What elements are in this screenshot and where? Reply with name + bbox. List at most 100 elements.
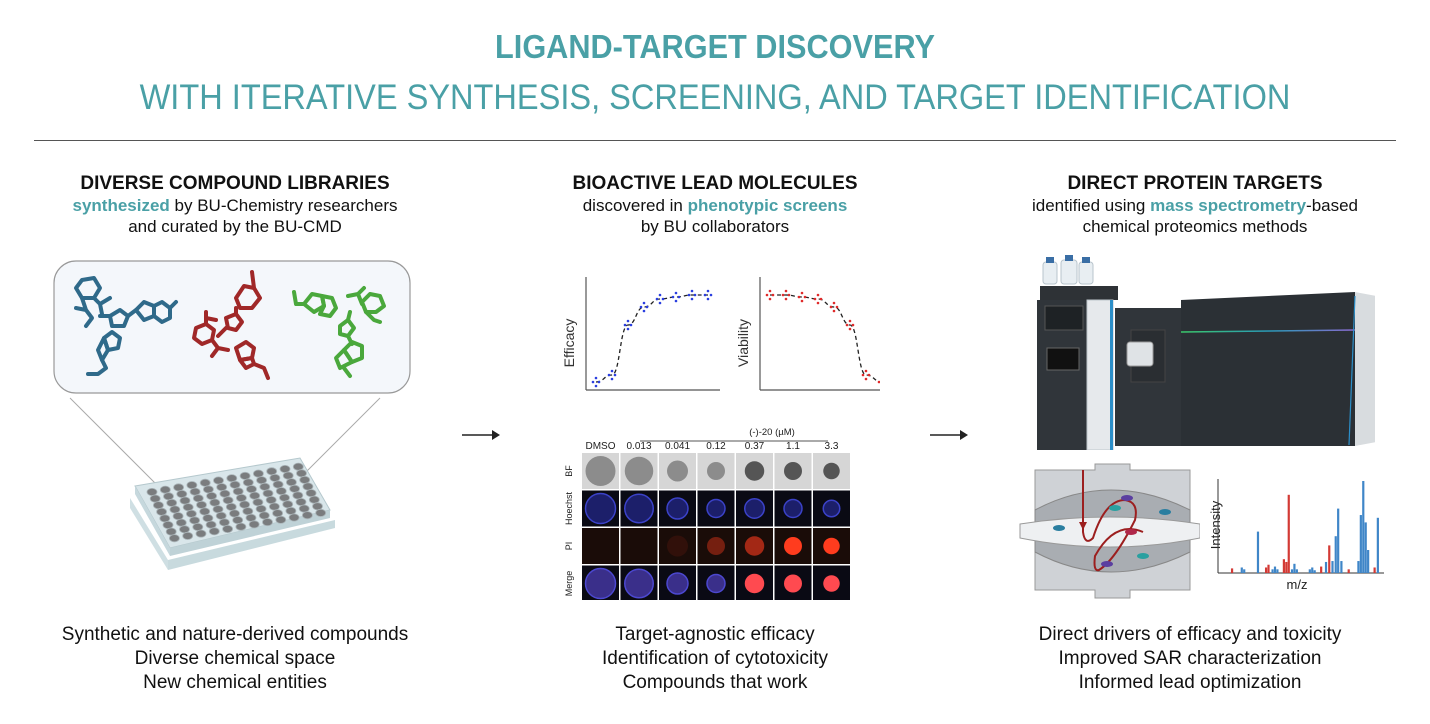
- efficacy-fit-curve: [595, 294, 708, 383]
- plate-well: [169, 505, 181, 514]
- concentration-column-label: 0.12: [706, 441, 726, 452]
- data-point: [835, 305, 839, 309]
- data-point: [816, 301, 820, 305]
- molecule-red: [192, 270, 270, 380]
- plate-well: [146, 487, 158, 496]
- spectrum-peak: [1311, 567, 1314, 573]
- spheroid: [823, 537, 840, 555]
- plate-well: [199, 478, 211, 487]
- data-point: [819, 297, 823, 301]
- plate-well: [196, 500, 207, 509]
- data-point: [765, 293, 769, 297]
- plate-well: [182, 503, 194, 512]
- viability-plot: Viability: [735, 277, 880, 391]
- spheroid: [707, 537, 725, 555]
- spectrum-peak: [1313, 570, 1316, 573]
- plate-well: [212, 505, 224, 514]
- spectrum-peak: [1271, 569, 1274, 573]
- plate-well: [222, 524, 234, 533]
- lc-top-tray: [1040, 286, 1118, 300]
- data-point: [703, 293, 707, 297]
- data-point: [768, 289, 772, 293]
- spheroid: [666, 497, 689, 520]
- plate-well: [242, 507, 254, 516]
- data-point: [784, 297, 788, 301]
- data-point: [771, 293, 775, 297]
- plate-well: [288, 513, 300, 522]
- spheroid: [706, 498, 726, 519]
- bullet-item: Identification of cytotoxicity: [602, 648, 828, 669]
- plate-well: [173, 483, 185, 492]
- data-point: [613, 373, 617, 377]
- column-subtitle-line2: and curated by the BU-CMD: [128, 217, 342, 236]
- plate-well: [308, 495, 320, 504]
- column-targets-heading: DIRECT PROTEIN TARGETS identified using …: [960, 173, 1430, 237]
- plate-well: [252, 498, 264, 507]
- bullet-item: Informed lead optimization: [1078, 672, 1302, 693]
- spheroid: [784, 462, 802, 480]
- plate-well: [202, 485, 214, 494]
- plate-well: [185, 509, 197, 518]
- data-point: [674, 299, 678, 303]
- plate-well: [206, 491, 218, 500]
- plate-well: [279, 464, 291, 473]
- plate-well: [246, 485, 257, 494]
- ion: [1159, 509, 1171, 515]
- spheroid: [585, 456, 616, 486]
- data-point: [642, 309, 646, 313]
- spectrum-peak: [1290, 569, 1294, 573]
- image-cell: [620, 528, 658, 564]
- plate-well: [272, 509, 284, 518]
- plate-well: [218, 518, 230, 527]
- plate-well: [175, 518, 187, 527]
- data-point: [829, 305, 833, 309]
- column-title: BIOACTIVE LEAD MOLECULES: [572, 173, 858, 194]
- spectrum-peak: [1362, 481, 1365, 573]
- plate-well: [186, 481, 198, 490]
- bullet-item: Diverse chemical space: [134, 648, 336, 669]
- plate-well: [266, 467, 278, 476]
- orbitrap-analyzer-illustration: [1019, 463, 1200, 599]
- data-point: [864, 369, 868, 373]
- data-point: [706, 297, 710, 301]
- arrow-right-icon: [462, 430, 500, 440]
- plate-well: [299, 475, 311, 484]
- data-point: [864, 377, 868, 381]
- concentration-column-label: 1.1: [786, 441, 800, 452]
- data-point: [610, 369, 614, 373]
- spectrum-peak: [1264, 567, 1268, 573]
- image-cell: [659, 528, 696, 564]
- callout-line: [69, 397, 156, 484]
- data-point: [784, 289, 788, 293]
- plate-well: [232, 487, 244, 496]
- subtitle-text: identified using: [1031, 196, 1151, 215]
- plate-well: [289, 484, 301, 493]
- plate-well: [222, 496, 234, 505]
- ion: [1121, 495, 1133, 501]
- spectrum-peak: [1276, 569, 1279, 573]
- trajectory-arrowhead: [1079, 522, 1087, 530]
- plate-well: [149, 494, 161, 503]
- spheroid: [584, 492, 617, 525]
- ion: [1137, 553, 1149, 559]
- column-libraries-bullets: Synthetic and nature-derived compounds D…: [0, 623, 470, 695]
- column-libraries-heading: DIVERSE COMPOUND LIBRARIES synthesized b…: [0, 173, 470, 237]
- spheroid: [744, 498, 765, 519]
- spectrum-peak: [1331, 561, 1334, 573]
- ion-source: [1126, 341, 1154, 367]
- subtitle-text: by BU-Chemistry researchers: [169, 196, 398, 215]
- lc-stack-right: [1086, 299, 1114, 450]
- data-point: [610, 377, 614, 381]
- spheroid: [784, 537, 802, 555]
- mass-spectrum-chart: Intensity m/z: [1208, 479, 1384, 592]
- plate-well: [213, 476, 224, 485]
- concentration-column-label: 0.37: [745, 441, 765, 452]
- data-point: [658, 293, 662, 297]
- concentration-column-label: DMSO: [586, 441, 616, 452]
- ion: [1053, 525, 1065, 531]
- data-point: [848, 319, 852, 323]
- spectrum-peak: [1337, 508, 1340, 573]
- lc-accent-stripe: [1110, 300, 1113, 450]
- spectrum-peak: [1373, 567, 1376, 573]
- plate-well: [179, 496, 191, 505]
